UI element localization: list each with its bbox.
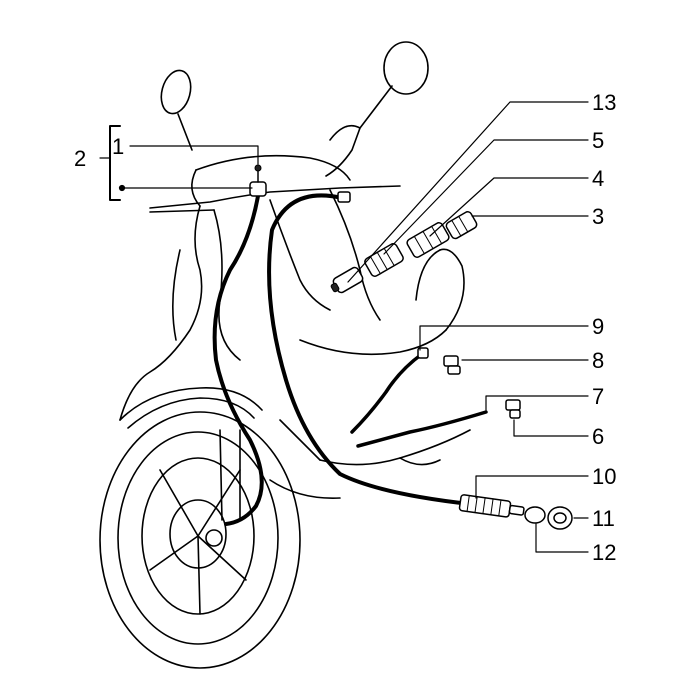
part-12-washer xyxy=(524,506,546,524)
cables xyxy=(212,193,488,526)
callout-11: 11 xyxy=(592,506,615,531)
callout-12: 12 xyxy=(592,540,616,565)
callout-7: 7 xyxy=(592,384,604,409)
part-4-fitting xyxy=(406,222,450,258)
callout-1: 1 xyxy=(112,134,124,159)
part-10-adjuster xyxy=(458,494,525,518)
callout-5: 5 xyxy=(592,128,604,153)
left-mirror xyxy=(160,69,192,115)
callout-labels: 1 2 3 4 5 6 7 8 9 10 11 12 13 xyxy=(74,90,616,565)
callout-2: 2 xyxy=(74,146,86,171)
bracket-2 xyxy=(109,125,121,201)
callout-6: 6 xyxy=(592,424,604,449)
front-tire xyxy=(99,411,301,669)
part-11-nut xyxy=(547,506,573,530)
part-5-fitting xyxy=(364,243,404,277)
scooter-outline xyxy=(99,41,471,669)
callout-8: 8 xyxy=(592,348,604,373)
callout-13: 13 xyxy=(592,90,616,115)
leader-lines xyxy=(99,101,589,553)
part-6-clip xyxy=(505,399,521,419)
callout-10: 10 xyxy=(592,464,616,489)
part-8-clip xyxy=(443,355,461,375)
right-mirror xyxy=(383,41,429,95)
callout-4: 4 xyxy=(592,166,604,191)
callout-9: 9 xyxy=(592,314,604,339)
part-3-fitting xyxy=(445,211,478,240)
brake-cable-end xyxy=(337,191,351,203)
callout-3: 3 xyxy=(592,204,604,229)
part-1-cable-head xyxy=(249,164,267,197)
parts xyxy=(249,164,573,530)
cable-9-end xyxy=(417,347,429,359)
